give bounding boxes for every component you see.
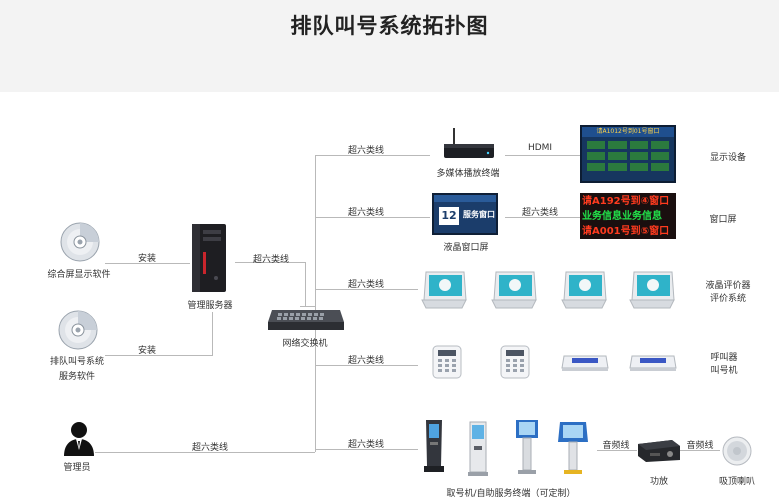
lcd-evaluator-icon bbox=[560, 270, 608, 310]
caller-keypad-icon bbox=[498, 344, 532, 380]
display-screen: 请A1012号到01号窗口 bbox=[580, 125, 676, 183]
cd-disc-icon bbox=[58, 310, 98, 350]
media-player-icon bbox=[440, 126, 498, 162]
network-switch-icon bbox=[266, 308, 346, 332]
install-label: 安装 bbox=[137, 346, 157, 356]
software-label-queue-line1: 排队叫号系统 bbox=[49, 357, 105, 367]
branch-cable-label: 超六类线 bbox=[347, 440, 385, 450]
branch-cable-label: 超六类线 bbox=[347, 208, 385, 218]
ceiling-speaker-icon bbox=[722, 436, 752, 466]
server-tower-icon bbox=[188, 222, 232, 294]
led-row: 请A192号到④窗口 bbox=[582, 196, 670, 207]
display-device-label: 显示设备 bbox=[709, 153, 747, 163]
server-cable-label: 超六类线 bbox=[252, 255, 290, 265]
led-row: 请A001号到⑤窗口 bbox=[582, 226, 670, 237]
desktop-caller-icon bbox=[628, 350, 678, 372]
lcd-window-text: 服务窗口 bbox=[463, 210, 495, 219]
audio-cable-label: 音频线 bbox=[602, 441, 630, 451]
display-screen-tiles bbox=[582, 137, 674, 175]
lcd-window-number: 12 bbox=[439, 207, 459, 225]
display-screen-header: 请A1012号到01号窗口 bbox=[582, 127, 674, 137]
ceiling-speaker-label: 吸顶喇叭 bbox=[718, 477, 756, 487]
amplifier-label: 功放 bbox=[649, 477, 669, 487]
audio-cable-label: 音频线 bbox=[686, 441, 714, 451]
desktop-caller-icon bbox=[560, 350, 610, 372]
kiosk-icon bbox=[514, 418, 540, 476]
lcd-window-screen: 12 服务窗口 bbox=[432, 193, 498, 235]
branch-cable-label: 超六类线 bbox=[347, 146, 385, 156]
led-window-display: 请A192号到④窗口 业务信息业务信息 请A001号到⑤窗口 bbox=[580, 193, 676, 239]
kiosk-label: 取号机/自助服务终端（可定制） bbox=[446, 489, 576, 499]
header-band bbox=[0, 0, 779, 92]
lcd-window-label: 液晶窗口屏 bbox=[443, 243, 489, 253]
admin-person-icon bbox=[62, 420, 96, 456]
lcd-evaluator-icon bbox=[628, 270, 676, 310]
lcd-evaluator-icon bbox=[490, 270, 538, 310]
cd-disc-icon bbox=[60, 222, 100, 262]
page-title: 排队叫号系统拓扑图 bbox=[290, 14, 489, 38]
caller-keypad-icon bbox=[430, 344, 464, 380]
media-player-label: 多媒体播放终端 bbox=[436, 169, 500, 179]
switch-label: 网络交换机 bbox=[282, 339, 328, 349]
caller-label-line2: 叫号机 bbox=[710, 366, 738, 376]
lcd-evaluator-icon bbox=[420, 270, 468, 310]
hdmi-label: HDMI bbox=[527, 143, 553, 153]
admin-label: 管理员 bbox=[63, 463, 91, 473]
install-label: 安装 bbox=[137, 254, 157, 264]
led-cable-label: 超六类线 bbox=[521, 208, 559, 218]
evaluator-label-line1: 液晶评价器 bbox=[705, 281, 751, 291]
amplifier-icon bbox=[636, 438, 682, 464]
server-label: 管理服务器 bbox=[187, 301, 233, 311]
kiosk-icon bbox=[556, 418, 590, 476]
kiosk-icon bbox=[466, 420, 490, 478]
caller-label-line1: 呼叫器 bbox=[710, 353, 738, 363]
software-label-screen: 综合屏显示软件 bbox=[47, 270, 111, 280]
kiosk-icon bbox=[422, 418, 446, 480]
evaluator-label-line2: 评价系统 bbox=[709, 294, 747, 304]
admin-cable-label: 超六类线 bbox=[191, 443, 229, 453]
branch-cable-label: 超六类线 bbox=[347, 356, 385, 366]
software-label-queue-line2: 服务软件 bbox=[58, 372, 96, 382]
window-screen-label: 窗口屏 bbox=[709, 215, 737, 225]
led-row: 业务信息业务信息 bbox=[582, 211, 662, 222]
branch-cable-label: 超六类线 bbox=[347, 280, 385, 290]
